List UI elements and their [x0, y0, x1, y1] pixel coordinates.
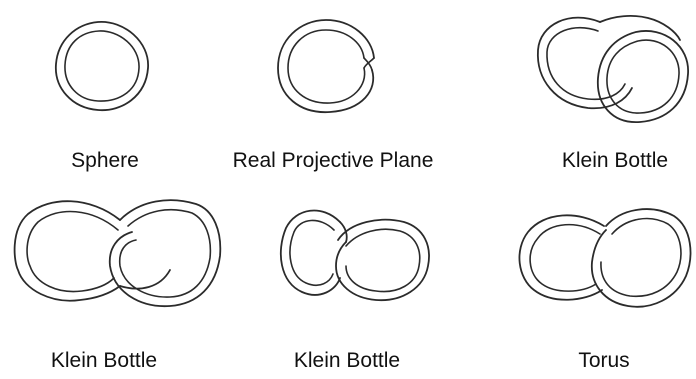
sphere-label: Sphere — [71, 150, 139, 171]
klein-bottle-label-1: Klein Bottle — [562, 150, 668, 171]
klein-bottle-label-2: Klein Bottle — [51, 350, 157, 371]
klein-bottle-label-3: Klein Bottle — [294, 350, 400, 371]
real-projective-plane-label: Real Projective Plane — [233, 150, 434, 171]
torus-label: Torus — [578, 350, 629, 371]
